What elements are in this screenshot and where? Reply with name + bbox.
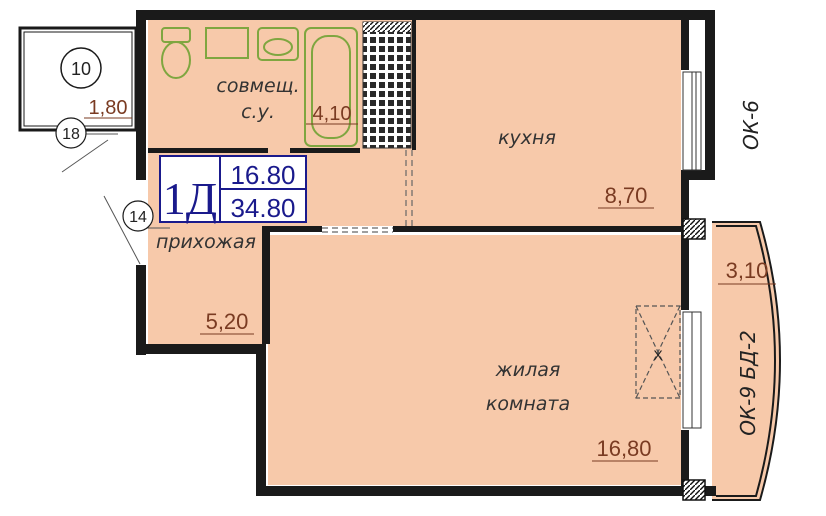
tag-18: 18 [62,126,80,143]
tag-10-circle [60,47,102,89]
tag-18-circle [55,117,87,149]
bathroom-label-line1: совмещ. [216,75,299,97]
bathroom-label-line2: с.у. [241,101,275,123]
walls [136,10,716,496]
closet-marker [635,305,681,399]
loggia-top [18,26,138,132]
closet-x-mark: X [653,347,663,363]
tag-14-circle [122,200,154,232]
hallway-label: прихожая [156,231,256,253]
ventilation-shaft-icon [682,218,706,240]
tag-10: 10 [71,59,91,79]
washer-icon [205,27,249,59]
kitchen-window-label: ОК-6 [739,100,763,150]
apartment-info-box [159,155,307,223]
hallway-area: 5,20 [206,309,249,334]
room-fills [148,20,780,500]
living-window-label: ОК-9 БД-2 [736,330,760,436]
loggia-top-area: 1,80 [89,97,128,119]
balcony-outline [712,221,781,501]
living-fill [268,235,681,485]
apartment-total-area: 34.80 [230,193,295,223]
bathtub-icon [304,27,358,147]
living-area: 16,80 [596,436,651,461]
openings [322,150,413,233]
sink-icon [257,27,299,61]
balcony-area: 3,10 [726,258,769,283]
ventilation-shaft-icon [682,479,706,501]
living-label-line2: комната [486,393,570,415]
kitchen-area: 8,70 [605,183,648,208]
apartment-living-area: 16.80 [230,160,295,190]
counter-hatch-top [363,22,411,32]
hallway-lower-fill [148,226,263,344]
balcony-door [682,311,702,429]
bathroom-area: 4,10 [313,103,352,125]
living-label-line1: жилая [495,359,561,381]
apartment-type: 1Д [163,173,217,224]
tag-14: 14 [129,209,147,226]
kitchen-counter-tiles [362,21,412,149]
toilet-icon [161,27,191,79]
balcony-fill [712,222,780,500]
kitchen-window [682,71,702,171]
kitchen-label: кухня [498,127,556,149]
